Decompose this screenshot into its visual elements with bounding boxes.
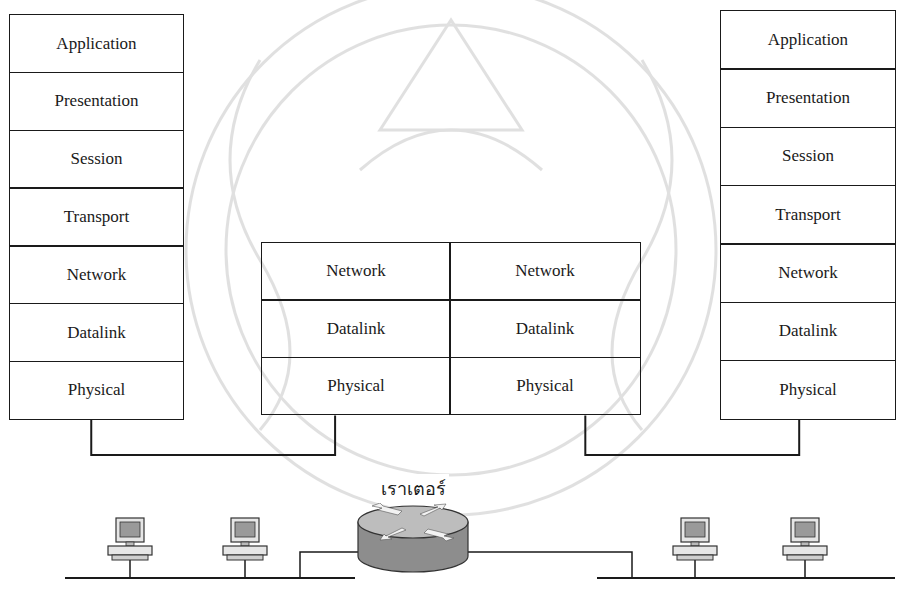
layer-name: Application [56,34,136,54]
layer-box: Network [261,242,451,301]
layer-box: Datalink [261,299,451,358]
layer-box: Datalink [720,302,896,362]
layer-box: Presentation [9,72,184,131]
layer-name: Application [768,30,848,50]
computer-icon [673,518,717,560]
layer-name: Presentation [766,88,850,108]
layer-name: Network [67,265,126,285]
layer-box: Session [720,127,896,187]
layer-name: Physical [779,380,837,400]
layer-box: Presentation [720,68,896,128]
layer-name: Network [778,263,837,283]
layer-name: Transport [64,207,130,227]
layer-box: Network [720,243,896,303]
layer-box: Physical [449,357,641,416]
layer-name: Datalink [327,319,386,339]
layer-name: Datalink [67,323,126,343]
layer-box: Datalink [449,299,641,358]
layer-name: Datalink [779,321,838,341]
link-line [91,415,335,455]
layer-box: Session [9,130,184,189]
layer-name: Physical [68,380,126,400]
computer-icon [108,518,152,560]
layer-box: Network [9,245,184,304]
layer-box: Application [720,10,896,70]
layer-box: Physical [720,360,896,420]
layer-box: Physical [261,357,451,416]
computer-icon [783,518,827,560]
layer-name: Session [782,146,834,166]
router-label: เราเตอร์ [378,474,449,503]
layer-name: Datalink [516,319,575,339]
layer-box: Application [9,14,184,73]
layer-name: Session [71,149,123,169]
layer-name: Physical [516,376,574,396]
layer-name: Network [326,261,385,281]
layer-box: Physical [9,361,184,420]
layer-name: Transport [775,205,841,225]
link-line [585,415,799,455]
router-icon [358,503,468,572]
layer-name: Presentation [54,91,138,111]
layer-name: Network [515,261,574,281]
layer-box: Datalink [9,303,184,362]
watermark-emblem [186,0,716,515]
computer-icon [223,518,267,560]
layer-name: Physical [327,376,385,396]
layer-box: Transport [9,187,184,246]
layer-box: Network [449,242,641,301]
layer-box: Transport [720,185,896,245]
